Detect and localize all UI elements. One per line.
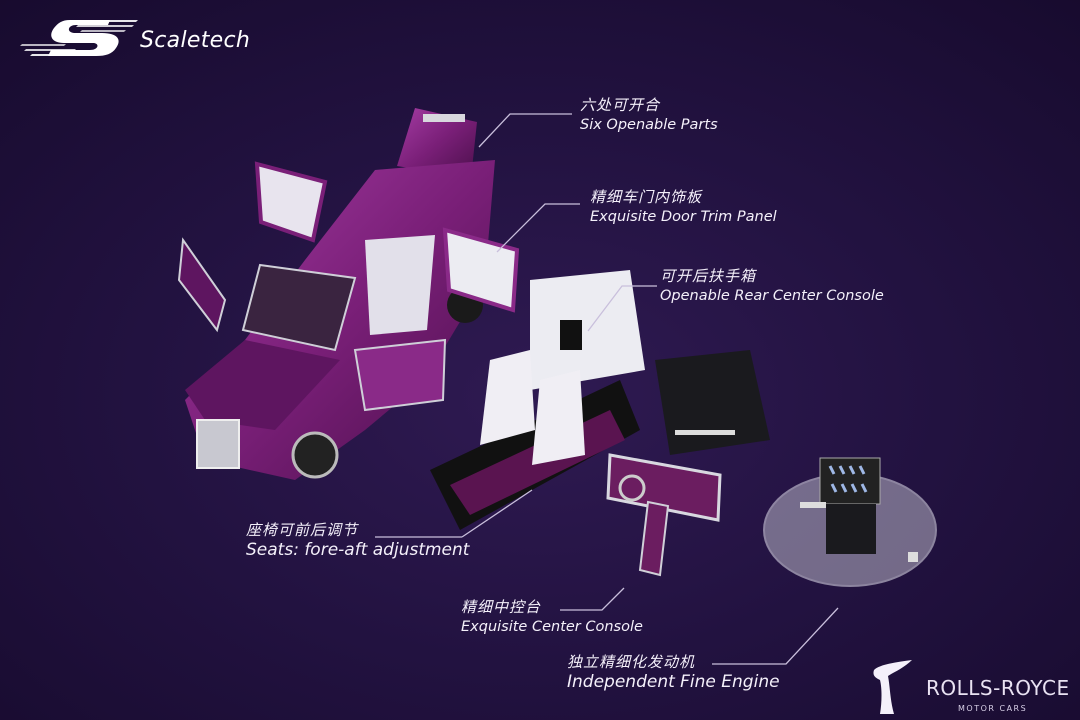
annotation-center-console: 精细中控台 Exquisite Center Console [461,597,643,637]
partner-name: ROLLS-ROYCE [926,676,1070,700]
annotation-cn: 座椅可前后调节 [246,521,359,539]
annotation-cn: 独立精细化发动机 [567,653,696,671]
annotation-en: Openable Rear Center Console [660,288,884,304]
annotation-cn: 六处可开合 [580,96,661,114]
annotation-rear-console: 可开后扶手箱 Openable Rear Center Console [660,266,884,306]
engine-display-image [763,457,937,587]
annotation-cn: 精细车门内饰板 [590,188,703,206]
annotation-openable-parts: 六处可开合 Six Openable Parts [580,95,718,135]
annotation-en: Exquisite Center Console [461,619,643,635]
interior-parts-image [430,270,770,577]
brand-name: Scaletech [140,28,251,53]
annotation-en: Independent Fine Engine [567,672,780,692]
annotation-en: Seats: fore-aft adjustment [246,540,470,560]
annotation-en: Exquisite Door Trim Panel [590,209,777,225]
annotation-cn: 精细中控台 [461,598,542,616]
annotation-seats: 座椅可前后调节 Seats: fore-aft adjustment [246,520,469,560]
spirit-of-ecstasy-icon [873,660,912,714]
car-model-image [177,108,520,480]
annotation-en: Six Openable Parts [580,117,718,133]
annotation-engine: 独立精细化发动机 Independent Fine Engine [567,652,780,692]
annotation-door-trim: 精细车门内饰板 Exquisite Door Trim Panel [590,187,777,227]
partner-subtitle: MOTOR CARS [958,704,1028,713]
annotation-cn: 可开后扶手箱 [660,267,757,285]
scaletech-s-logo-icon [20,20,138,56]
